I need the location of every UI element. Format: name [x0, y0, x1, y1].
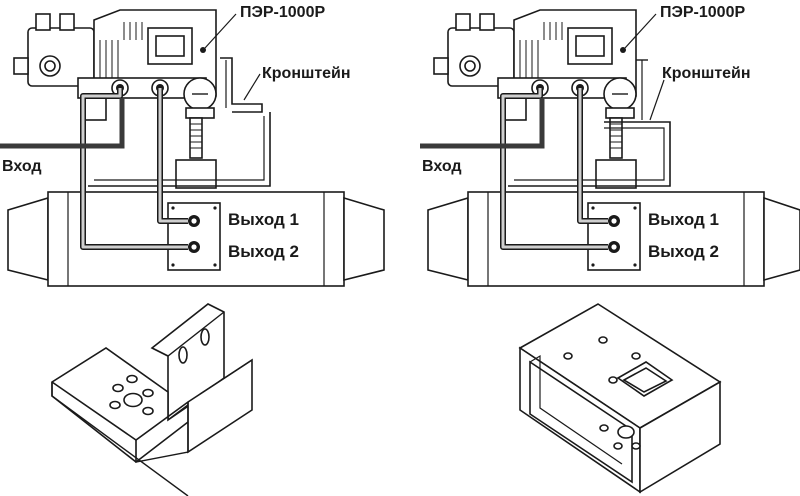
right-input-pipe [420, 98, 545, 149]
l-bracket-icon [51, 303, 253, 496]
left-bracket [88, 57, 271, 187]
left-output1-label: Выход 1 [228, 210, 299, 229]
left-port-plate [167, 202, 221, 271]
right-port-plate [587, 202, 641, 271]
left-input-pipe [0, 98, 125, 149]
right-device-label: ПЭР-1000Р [660, 4, 745, 21]
left-panel: ПЭР-1000Р Кронштейн Вход Выход 1 Выход 2 [0, 4, 385, 287]
left-bracket-label: Кронштейн [262, 65, 351, 82]
left-input-label: Вход [2, 158, 42, 175]
right-bracket [508, 59, 671, 187]
right-actuator [427, 191, 800, 287]
right-input-label: Вход [422, 158, 462, 175]
left-output2-label: Выход 2 [228, 242, 299, 261]
right-panel: ПЭР-1000Р Кронштейн Вход Выход 1 Выход 2 [420, 4, 800, 287]
right-bracket-label: Кронштейн [662, 65, 751, 82]
left-device-label: ПЭР-1000Р [240, 4, 325, 21]
right-output1-label: Выход 1 [648, 210, 719, 229]
left-tubing [0, 88, 188, 250]
right-tubing [420, 88, 608, 250]
box-bracket-icon [518, 303, 722, 494]
left-positioner [13, 9, 217, 189]
left-actuator [7, 191, 385, 287]
right-output2-label: Выход 2 [648, 242, 719, 261]
